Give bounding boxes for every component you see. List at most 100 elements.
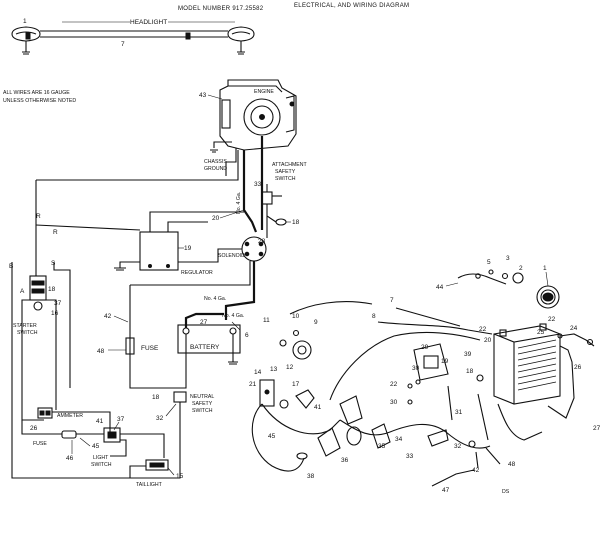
part-20-right: 20 xyxy=(484,337,492,344)
part-8: 8 xyxy=(372,313,376,320)
part-30-lower: 30 xyxy=(390,399,398,406)
part-1-right: 1 xyxy=(543,265,547,272)
part-26-left: 26 xyxy=(30,425,38,432)
part-16: 16 xyxy=(51,310,59,317)
starter-switch-label-1: STARTER xyxy=(13,323,37,329)
part-2: 2 xyxy=(519,265,523,272)
main-harness-loop xyxy=(35,150,239,258)
part-27-left: 27 xyxy=(200,319,208,326)
battery-label: BATTERY xyxy=(190,344,220,351)
taillight-label: TAILLIGHT xyxy=(136,482,163,488)
fuse-main-label: FUSE xyxy=(141,345,159,352)
part-48-left: 48 xyxy=(97,348,105,355)
attachment-switch-label-2: SAFETY xyxy=(275,169,296,175)
neutral-switch-label-2: SAFETY xyxy=(192,401,213,407)
chassis-ground-label-1: CHASSIS xyxy=(204,159,227,165)
part-5: 5 xyxy=(487,259,491,266)
headlight-right xyxy=(227,26,255,42)
part-13: 13 xyxy=(270,366,278,373)
headlight-exploded-assembly xyxy=(457,269,560,309)
part-32-right: 32 xyxy=(454,443,462,450)
part-35: 35 xyxy=(378,443,386,450)
attachment-switch-label-3: SWITCH xyxy=(275,176,296,182)
key-switch-exploded xyxy=(259,379,315,409)
wire-s: S xyxy=(51,260,56,267)
part-44: 44 xyxy=(436,284,444,291)
part-30-upper: 30 xyxy=(412,365,420,372)
part-45-right: 45 xyxy=(268,433,276,440)
starter-switch xyxy=(29,275,47,311)
part-25: 25 xyxy=(537,329,545,336)
starter-switch-label-2: SWITCH xyxy=(17,330,38,336)
neutral-switch-label-1: NEUTRAL xyxy=(190,394,214,400)
part-12: 12 xyxy=(286,364,294,371)
part-28: 28 xyxy=(258,238,266,245)
part-47: 47 xyxy=(442,487,450,494)
part-31: 31 xyxy=(455,409,463,416)
part-6-left: 6 xyxy=(245,332,249,339)
part-36: 36 xyxy=(341,457,349,464)
part-26-right: 26 xyxy=(574,364,582,371)
wire-gauge-note-line-2: UNLESS OTHERWISE NOTED xyxy=(3,98,76,104)
part-33-right: 33 xyxy=(406,453,414,460)
wiring-harness xyxy=(329,307,493,401)
no4ga-lower: No. 4 Ga. xyxy=(222,313,244,319)
fuse-light xyxy=(61,430,77,439)
model-number: MODEL NUMBER 917.25582 xyxy=(178,6,264,12)
part-41-right: 41 xyxy=(314,404,322,411)
part-1: 1 xyxy=(23,18,27,25)
part-32-left: 32 xyxy=(156,415,164,422)
diagram-title: ELECTRICAL, AND WIRING DIAGRAM xyxy=(294,3,409,9)
connector-18-top xyxy=(275,218,287,226)
part-18-top: 18 xyxy=(292,219,300,226)
ammeter xyxy=(37,407,53,419)
wire-gauge-note-line-1: ALL WIRES ARE 16 GAUGE xyxy=(3,90,70,96)
part-15: 15 xyxy=(176,473,184,480)
part-46: 46 xyxy=(66,455,74,462)
part-45-left: 45 xyxy=(92,443,100,450)
no4ga-middle: No. 4 Ga. xyxy=(204,296,226,302)
drawing-code: DS xyxy=(502,489,510,495)
light-switch-label-1: LIGHT xyxy=(93,455,109,461)
neutral-switch-label-3: SWITCH xyxy=(192,408,213,414)
solenoid-label: SOLENOID xyxy=(218,253,245,259)
part-3: 3 xyxy=(506,255,510,262)
part-43: 43 xyxy=(199,92,207,99)
fuse-main xyxy=(125,337,135,355)
fuse-holder-exploded xyxy=(296,395,363,460)
part-37-starter: 37 xyxy=(54,300,62,307)
part-22-battery: 22 xyxy=(479,326,487,333)
no4ga-vertical: No. 4 Ga. xyxy=(236,192,242,214)
regulator xyxy=(139,231,179,271)
part-19-left: 19 xyxy=(184,245,192,252)
part-42-left: 42 xyxy=(104,313,112,320)
battery-exploded xyxy=(493,323,561,405)
part-9: 9 xyxy=(314,319,318,326)
wire-a: A xyxy=(20,288,25,295)
wire-r-upper: R xyxy=(36,213,41,220)
part-41-left: 41 xyxy=(96,418,104,425)
part-37-left: 37 xyxy=(117,416,125,423)
part-18-neutral: 18 xyxy=(152,394,160,401)
part-48-right: 48 xyxy=(508,461,516,468)
part-20-left: 20 xyxy=(212,215,220,222)
part-29: 29 xyxy=(421,344,429,351)
part-22-top: 22 xyxy=(548,316,556,323)
headlight-left xyxy=(11,26,41,42)
part-27-right: 27 xyxy=(593,425,601,432)
ammeter-exploded xyxy=(279,329,312,360)
part-42-right: 42 xyxy=(472,467,480,474)
ammeter-label: AMMETER xyxy=(57,413,83,419)
regulator-label: REGULATOR xyxy=(181,270,213,276)
engine xyxy=(219,79,297,151)
part-10: 10 xyxy=(292,313,300,320)
chassis-ground-label-2: GROUND xyxy=(204,166,227,172)
part-33: 33 xyxy=(254,181,262,188)
part-11: 11 xyxy=(263,317,270,324)
wire-r-lower: R xyxy=(53,229,58,236)
part-39: 39 xyxy=(464,351,472,358)
part-22-lower: 22 xyxy=(390,381,398,388)
light-switch-label-2: SWITCH xyxy=(91,462,112,468)
part-14: 14 xyxy=(254,369,262,376)
engine-label: ENGINE xyxy=(254,89,274,95)
